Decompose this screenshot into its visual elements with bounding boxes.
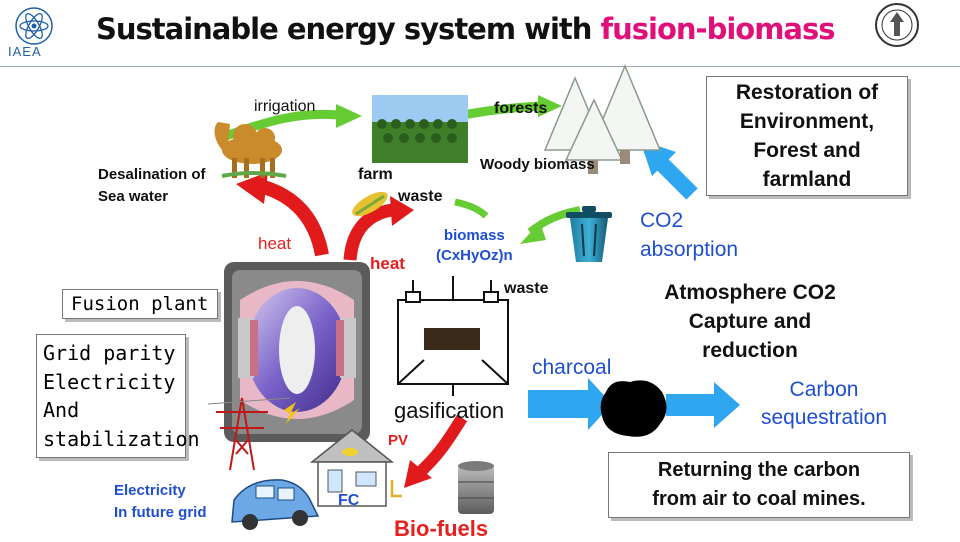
car-icon (231, 479, 320, 530)
woody-biomass-arrow (520, 206, 581, 244)
gasifier-icon (397, 276, 509, 396)
lightning-icon (284, 402, 300, 424)
farm-label: farm (358, 166, 393, 183)
lamp-icon (390, 480, 402, 498)
heat-arrow-left (236, 172, 329, 257)
crop-waste-icon (352, 191, 388, 217)
fuel-drum-icon (458, 461, 494, 514)
waste-to-biomass-arrow (454, 198, 489, 219)
co2-absorption-label: CO2 absorption (640, 209, 739, 261)
iaea-logo-text: IAEA (8, 44, 42, 59)
irrigation-label: irrigation (254, 98, 316, 115)
iaea-logo (14, 6, 54, 46)
university-seal-icon (874, 2, 920, 48)
title-highlight: fusion-biomass (600, 12, 836, 46)
fusion-plant-box: Fusion plant (62, 289, 218, 319)
biofuel-arrow (404, 414, 468, 488)
trash-can-icon (566, 206, 612, 262)
gasification-label: gasification (394, 398, 505, 423)
slide-title: Sustainable energy system with fusion-bi… (96, 12, 836, 46)
house-icon (309, 429, 395, 507)
bio-fuels-label: Bio-fuels (394, 516, 489, 541)
forest-icon (543, 64, 662, 174)
power-tower-icon (207, 397, 291, 471)
carbon-sequestration-label: Carbon sequestration (760, 378, 888, 429)
electricity-future-label: Electricity In future grid (114, 482, 207, 521)
returning-carbon-box: Returning the carbon from air to coal mi… (608, 452, 910, 518)
biomass-label: biomass (CxHyOz)n (436, 227, 513, 264)
grid-parity-box: Grid parity Electricity And stabilizatio… (36, 334, 200, 458)
forests-label: forests (494, 100, 548, 117)
restoration-box: Restoration of Environment, Forest and f… (706, 76, 908, 196)
farm-image (372, 95, 468, 163)
charcoal-label: charcoal (532, 356, 612, 379)
atmosphere-co2-label: Atmosphere CO2 Capture and reduction (664, 281, 836, 362)
pv-label: PV (388, 432, 409, 449)
title-main: Sustainable energy system with (96, 12, 601, 46)
fusion-reactor-icon (224, 262, 370, 442)
charcoal-arrow (528, 378, 612, 430)
sequestration-arrow (666, 382, 740, 428)
heat-mid-label: heat (370, 254, 405, 273)
coal-icon (600, 380, 667, 437)
atom-icon (15, 7, 53, 45)
waste-top-label: waste (398, 188, 443, 205)
waste-mid-label: waste (504, 280, 549, 297)
desalination-label: Desalination of Sea water (98, 166, 206, 205)
fc-label: FC (338, 492, 360, 509)
header-rule (0, 66, 960, 67)
heat-arrow-mid (343, 196, 414, 261)
heat-left-label: heat (258, 234, 292, 253)
woody-biomass-label: Woody biomass (480, 156, 595, 173)
camel-icon (214, 122, 287, 178)
